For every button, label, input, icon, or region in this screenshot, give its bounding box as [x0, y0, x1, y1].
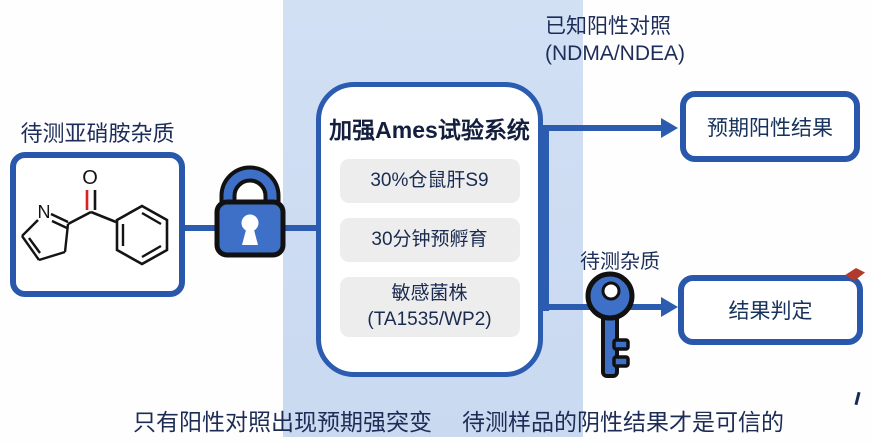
ames-system-title: 加强Ames试验系统 — [329, 117, 530, 143]
nitrogen-atom-label: N — [37, 202, 50, 222]
connector-positive — [543, 125, 663, 131]
molecule-box: O N — [10, 152, 185, 297]
expected-positive-result-box: 预期阳性结果 — [680, 91, 860, 162]
key-icon — [585, 271, 635, 378]
lock-icon — [214, 165, 286, 258]
impurity-label: 待测亚硝胺杂质 — [20, 121, 175, 146]
bond-inner — [140, 211, 162, 225]
bond — [20, 218, 39, 237]
bond — [38, 250, 65, 261]
condition-s9: 30%仓鼠肝S9 — [339, 159, 520, 203]
oxygen-atom-label: O — [82, 167, 98, 189]
arrowhead-positive-icon — [661, 118, 678, 138]
bottom-caption-left: 只有阳性对照出现预期强突变 — [133, 409, 432, 435]
ames-system-box: 加强Ames试验系统 30%仓鼠肝S9 30分钟预孵育 敏感菌株 (TA1535… — [316, 82, 543, 377]
condition-preincubation: 30分钟预孵育 — [339, 218, 520, 262]
bottom-caption-right: 待测样品的阴性结果才是可信的 — [462, 409, 784, 435]
bond — [50, 219, 68, 229]
result-judgement-box: 结果判定 — [678, 275, 863, 345]
bond — [49, 212, 69, 223]
bond-inner — [140, 244, 162, 258]
test-impurity-label: 待测杂质 — [580, 251, 660, 273]
result-judgement-text: 结果判定 — [728, 300, 813, 323]
positive-control-label-line2: (NDMA/NDEA) — [545, 42, 685, 65]
ames-condition-list: 30%仓鼠肝S9 30分钟预孵育 敏感菌株 (TA1535/WP2) — [339, 159, 520, 337]
arrowhead-test-icon — [661, 297, 678, 317]
connector-vertical — [543, 125, 549, 311]
bond — [20, 234, 40, 261]
benzene-ring — [115, 204, 168, 265]
bottom-caption: 只有阳性对照出现预期强突变 待测样品的阴性结果才是可信的 — [133, 403, 784, 437]
positive-control-label-line1: 已知阳性对照 — [545, 15, 671, 38]
expected-positive-result-text: 预期阳性结果 — [707, 116, 833, 140]
slash-artifact — [854, 391, 861, 406]
bond — [63, 223, 69, 252]
molecule-structure-icon: O N — [20, 167, 168, 265]
bond — [90, 210, 116, 223]
bond-inner — [27, 236, 41, 254]
condition-strains: 敏感菌株 (TA1535/WP2) — [339, 277, 520, 337]
bond — [66, 210, 92, 225]
